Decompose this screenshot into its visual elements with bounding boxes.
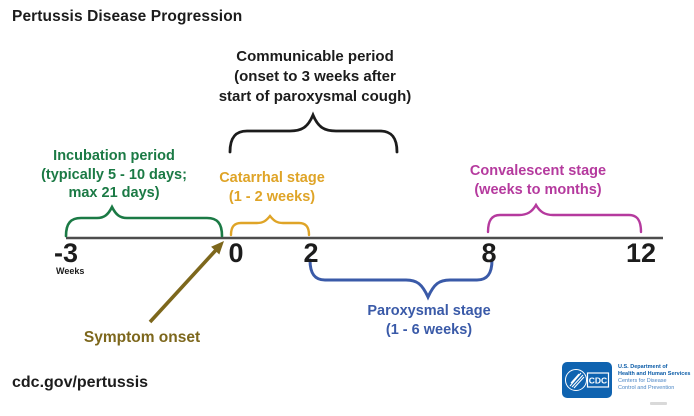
communicable-line-2: (onset to 3 weeks after [234,68,396,85]
catarrhal-line-2: (1 - 2 weeks) [228,188,316,205]
incubation-line-3: max 21 days) [68,185,160,201]
convalescent-stage-label: Convalescent stage (weeks to months) [457,162,619,199]
communicable-period-label: Communicable period (onset to 3 weeks af… [165,47,465,107]
tick-label-0: 0 [228,238,244,268]
symptom-onset-arrowhead-icon [211,241,224,255]
catarrhal-stage-label: Catarrhal stage (1 - 2 weeks) [197,169,347,206]
hhs-text-block: U.S. Department of Health and Human Serv… [618,364,694,392]
hhs-org-line-2: Control and Prevention [618,385,675,391]
incubation-brace [64,204,224,238]
cdc-acronym: CDC [589,376,607,386]
communicable-brace [228,111,399,154]
paroxysmal-stage-label: Paroxysmal stage (1 - 6 weeks) [348,302,510,339]
tick-label-2: 2 [303,238,319,268]
communicable-line-3: start of paroxysmal cough) [218,88,412,105]
catarrhal-line-1: Catarrhal stage [219,170,325,186]
cdc-url-text: cdc.gov/pertussis [12,374,149,391]
hhs-dept-line-1: U.S. Department of [618,364,668,370]
symptom-onset-arrow-shaft [148,248,218,324]
cdc-hhs-logo: CDC U.S. Department of Health and Human … [562,362,694,405]
catarrhal-brace [229,214,311,237]
hhs-dept-line-2: Health and Human Services [618,371,691,377]
convalescent-brace [486,202,643,234]
page-title: Pertussis Disease Progression [12,8,243,25]
tick-label-minus3: -3 [53,238,78,268]
incubation-line-1: Incubation period [53,148,175,164]
incubation-period-label: Incubation period (typically 5 - 10 days… [28,147,200,203]
paroxysmal-line-1: Paroxysmal stage [367,303,491,319]
paroxysmal-line-2: (1 - 6 weeks) [385,321,473,338]
axis-unit-label: Weeks [56,266,85,276]
hhs-eagle-icon [569,372,585,389]
symptom-onset-label: Symptom onset [83,329,201,346]
cdc-logo-icon: CDC [562,362,612,398]
tick-label-8: 8 [481,238,497,268]
convalescent-line-2: (weeks to months) [474,181,602,198]
hhs-org-line-1: Centers for Disease [618,378,667,384]
fine-print-mark [650,402,667,405]
incubation-line-2: (typically 5 - 10 days; [41,166,187,183]
communicable-line-1: Communicable period [236,48,394,65]
paroxysmal-brace [308,258,494,301]
tick-label-12: 12 [625,238,657,268]
hhs-eagle-circle-icon [565,369,587,391]
convalescent-line-1: Convalescent stage [469,163,607,179]
